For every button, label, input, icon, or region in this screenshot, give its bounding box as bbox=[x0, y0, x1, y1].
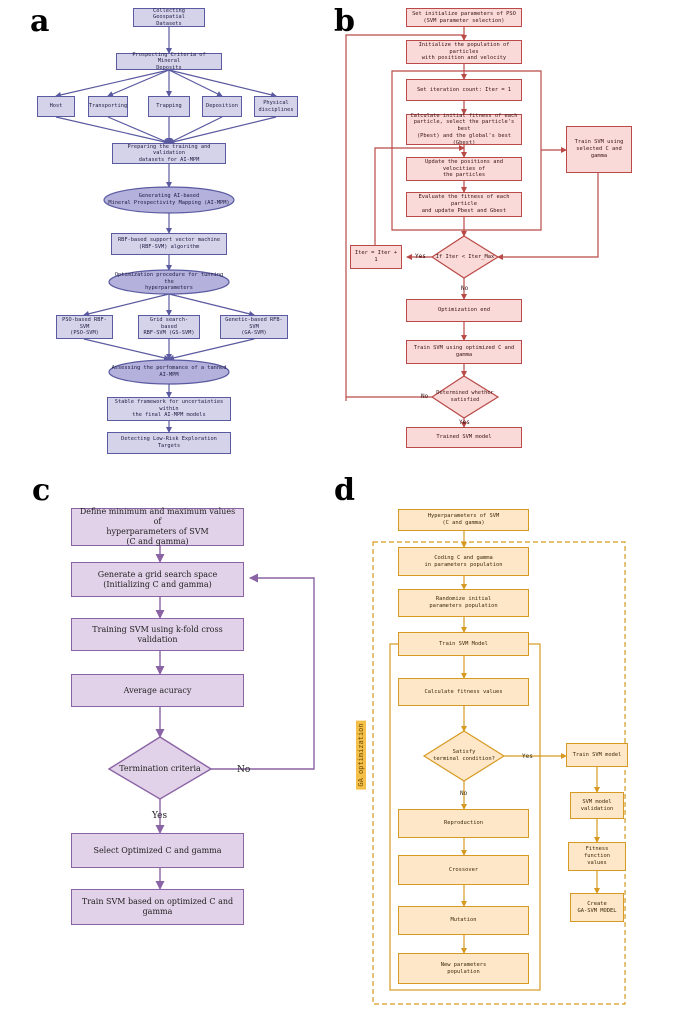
train-optimized-box: Train SVM using optimized C and gamma bbox=[406, 340, 522, 364]
b-determined-diamond bbox=[430, 375, 500, 419]
panel-a-arrows bbox=[55, 27, 277, 433]
trapping-box: Trapping bbox=[148, 96, 190, 117]
train-svm-side-box: Train SVM model bbox=[566, 743, 628, 767]
svm-validation-box: SVM model validation bbox=[570, 792, 624, 819]
mutation-box: Mutation bbox=[398, 906, 529, 935]
host-box: Host bbox=[37, 96, 75, 117]
generate-grid-box: Generate a grid search space (Initializi… bbox=[71, 562, 244, 597]
gs-svm-box: Grid search-based RBF-SVM (GS-SVM) bbox=[138, 315, 200, 339]
ga-optimization-label: GA optimization bbox=[356, 720, 366, 790]
set-iteration-box: Set iteration count: Iter = 1 bbox=[406, 79, 522, 101]
panel-d-letter: d bbox=[334, 473, 355, 508]
generating-ellipse bbox=[103, 186, 235, 214]
calc-initial-fitness-box: Calculate initial fitness of each partic… bbox=[406, 113, 522, 146]
d-satisfy-diamond bbox=[422, 730, 506, 782]
panel-b-letter: b bbox=[334, 4, 355, 39]
ga-optimization-frame bbox=[372, 541, 626, 1005]
assessing-performance-label: Assessing the perfomance of a tanned AI-… bbox=[111, 365, 227, 378]
c-termination-diamond bbox=[107, 736, 213, 800]
stable-framework-box: Stable framework for uncertainties withi… bbox=[107, 397, 231, 421]
optimization-end-box: Optimization end bbox=[406, 299, 522, 322]
average-accuracy-box: Average acuracy bbox=[71, 674, 244, 707]
randomize-box: Randomize initial parameters population bbox=[398, 589, 529, 617]
panel-c-letter: c bbox=[32, 473, 51, 508]
yes-label-c: Yes bbox=[152, 811, 168, 821]
coding-box: Coding C and gamma in parameters populat… bbox=[398, 547, 529, 576]
update-positions-box: Update the positions and velocities of t… bbox=[406, 157, 522, 181]
deposition-box: Deposition bbox=[202, 96, 242, 117]
prospecting-criteria-box: Prospecting Criteria of Mineral Deposits bbox=[116, 52, 222, 71]
select-optimized-box: Select Optimized C and gamma bbox=[71, 833, 244, 868]
no2-label-b: No bbox=[421, 393, 429, 400]
set-pso-params-box: Set initialize parameters of PSO (SVM pa… bbox=[406, 8, 522, 27]
yes-label-b: Yes bbox=[415, 253, 426, 260]
reproduction-box: Reproduction bbox=[398, 809, 529, 838]
calc-fitness-box: Calculate fitness values bbox=[398, 678, 529, 706]
no-label-c: No bbox=[237, 765, 251, 775]
create-ga-svm-box: Create GA-SVM MODEL bbox=[570, 893, 624, 922]
panel-b-arrows bbox=[345, 27, 599, 428]
transporting-box: Transporting bbox=[88, 96, 128, 117]
init-population-box: Initialize the population of particles w… bbox=[406, 40, 522, 64]
fitness-function-box: Fitness function values bbox=[568, 842, 626, 871]
panel-d-arrows bbox=[372, 531, 626, 1005]
rbf-svm-box: RBF-based support vector machine (RBF-SV… bbox=[111, 233, 227, 255]
train-selected-box: Train SVM using selected C and gamma bbox=[566, 126, 632, 173]
hyperparameters-box: Hyperparameters of SVM (C and gamma) bbox=[398, 509, 529, 531]
determined-label: Determined whether satisfied bbox=[436, 390, 494, 403]
crossover-box: Crossover bbox=[398, 855, 529, 885]
pso-svm-box: PSO-based RBF-SVM (PSO-SVM) bbox=[56, 315, 113, 339]
ga-svm-box: Genetic-based RFB-SVM (GA-SVM) bbox=[220, 315, 288, 339]
train-svm-optimized-box: Train SVM based on optimized C and gamma bbox=[71, 889, 244, 925]
panel-c-arrows bbox=[155, 546, 315, 890]
preparing-datasets-box: Preparing the training and validation da… bbox=[112, 143, 226, 164]
physical-disciplines-box: Physical disciplines bbox=[254, 96, 298, 117]
detecting-targets-box: Detecting Low-Risk Exploration Targets bbox=[107, 432, 231, 454]
optimization-procedure-label: Optimization procedure for tunning the h… bbox=[114, 272, 224, 292]
condition-label: If Iter < Iter_Max bbox=[435, 253, 495, 260]
optimization-ellipse bbox=[108, 269, 230, 295]
iter-increment-box: Iter = Iter + 1 bbox=[350, 245, 402, 269]
no-label-b: No bbox=[461, 285, 469, 292]
panel-a-letter: a bbox=[30, 4, 50, 39]
collect-datasets-box: Collecting Geospatial Datasets bbox=[133, 8, 205, 27]
new-params-box: New parameters population bbox=[398, 953, 529, 984]
generating-ai-mpm-label: Generating AI-based Mineral Prospectivit… bbox=[108, 193, 230, 206]
evaluate-fitness-box: Evaluate the fitness of each particle an… bbox=[406, 192, 522, 217]
termination-label: Termination criteria bbox=[119, 764, 201, 773]
define-hyperparams-box: Define minimum and maximum values of hyp… bbox=[71, 507, 244, 546]
yes-label-d: Yes bbox=[522, 753, 533, 760]
no-label-d: No bbox=[460, 790, 468, 797]
satisfy-label: Satisfy terminal condition? bbox=[433, 749, 495, 762]
train-svm-model-box: Train SVM Model bbox=[398, 632, 529, 656]
assessing-ellipse bbox=[108, 359, 230, 385]
trained-svm-box: Trained SVM model bbox=[406, 427, 522, 448]
training-kfold-box: Training SVM using k-fold cross validati… bbox=[71, 618, 244, 651]
b-condition-diamond bbox=[430, 235, 500, 279]
yes2-label-b: Yes bbox=[459, 419, 470, 426]
